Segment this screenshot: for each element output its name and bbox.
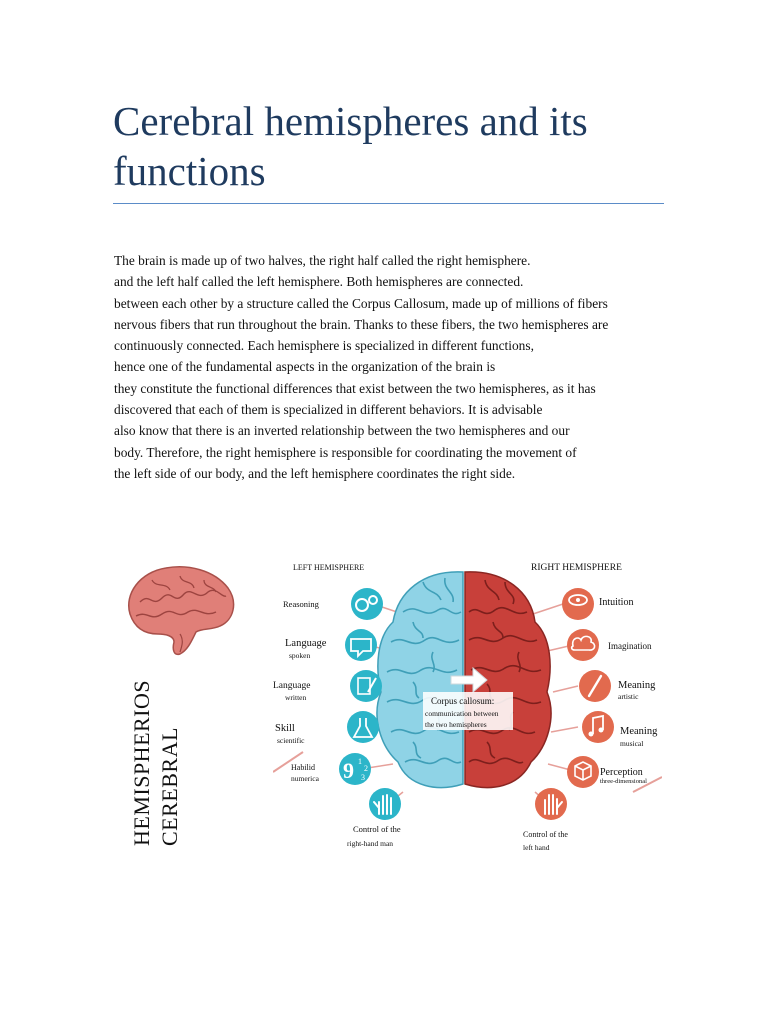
paragraph-line: The brain is made up of two halves, the …: [114, 253, 531, 268]
right-item-main: Meaning: [620, 726, 658, 737]
brain-illustration: [128, 566, 235, 656]
paragraph-line: also know that there is an inverted rela…: [114, 423, 570, 439]
eye-icon: [562, 588, 594, 620]
left-item-main: Skill: [275, 723, 295, 734]
callosum-label-line1: Corpus callosum:: [431, 696, 494, 706]
right-item-sub: three-dimensional: [600, 778, 647, 785]
paragraph-line: discovered that each of them is speciali…: [114, 402, 543, 418]
hemispheres-infographic: Corpus callosum: communication between t…: [273, 552, 662, 852]
number-glyph-9: 9: [343, 758, 354, 783]
right-hand-icon: [369, 788, 401, 820]
paintbrush-icon: [579, 670, 611, 702]
number-glyph-1: 1: [358, 757, 362, 766]
number-glyph-3: 3: [361, 773, 365, 782]
speech-icon: [345, 629, 377, 661]
paragraph-line: nervous fibers that run throughout the b…: [114, 316, 609, 332]
right-bottom-line: left hand: [523, 843, 550, 852]
left-item-sub: written: [285, 693, 306, 702]
left-item-main: Language: [273, 681, 310, 691]
cube-icon: [567, 756, 599, 788]
left-item-main: Reasoning: [283, 599, 320, 609]
body-paragraph: The brain is made up of two halves, the …: [114, 250, 674, 484]
paragraph-line: hence one of the fundamental aspects in …: [114, 359, 496, 375]
left-item-sub: scientific: [277, 736, 305, 745]
number-glyph-2: 2: [364, 764, 368, 773]
left-item-main: Language: [285, 638, 327, 649]
left-item-sub: numerica: [291, 774, 320, 783]
left-hemisphere-heading: LEFT HEMISPHERE: [293, 563, 364, 572]
paragraph-line: body. Therefore, the right hemisphere is…: [114, 444, 577, 460]
callosum-label-line3: the two hemispheres: [425, 720, 487, 729]
right-item-main: Intuition: [599, 597, 633, 608]
right-item-sub: artistic: [618, 692, 639, 701]
left-item-sub: spoken: [289, 651, 310, 660]
side-label-hemispherios: HEMISPHERIOS: [129, 679, 154, 846]
paragraph-line: continuously connected. Each hemisphere …: [114, 338, 534, 354]
page-title: Cerebral hemispheres and its functions: [113, 98, 588, 194]
right-item-main: Imagination: [608, 641, 652, 651]
thought-cloud-icon: [567, 629, 599, 661]
flask-icon: [347, 711, 379, 743]
paragraph-line: and the left half called the left hemisp…: [114, 274, 524, 290]
left-bottom-line: Control of the: [353, 824, 401, 834]
music-note-icon: [582, 711, 614, 743]
title-divider: [113, 203, 664, 204]
side-label-cerebral: CEREBRAL: [157, 727, 182, 846]
right-bottom-line: Control of the: [523, 830, 568, 839]
writing-icon: [350, 670, 382, 702]
paragraph-line: they constitute the functional differenc…: [114, 380, 596, 396]
left-bottom-line: right-hand man: [347, 839, 393, 848]
callosum-label-line2: communication between: [425, 709, 499, 718]
right-item-main: Meaning: [618, 680, 656, 691]
left-hand-icon: [535, 788, 567, 820]
numbers-icon: 9 1 2 3: [339, 753, 371, 785]
paragraph-line: between each other by a structure called…: [114, 295, 608, 311]
left-item-main: Habilid: [291, 763, 315, 772]
right-item-sub: musical: [620, 739, 643, 748]
right-item-main: Perception: [600, 767, 643, 778]
right-hemisphere-heading: RIGHT HEMISPHERE: [531, 563, 622, 573]
paragraph-line: the left side of our body, and the left …: [114, 465, 516, 481]
reasoning-icon: [351, 588, 383, 620]
